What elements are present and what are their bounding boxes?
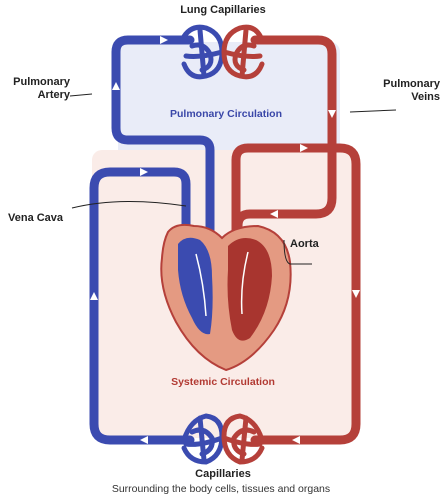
aorta-label: Aorta [290,238,319,251]
pulmonary-circulation-label: Pulmonary Circulation [150,108,302,121]
vena-cava-label: Vena Cava [8,212,63,225]
pulmonary-artery-label-line1: Pulmonary [8,76,70,89]
pulmonary-artery-label: Pulmonary Artery [8,76,70,102]
pulmonary-veins-label-line1: Pulmonary [378,78,440,91]
pulmonary-artery-label-line2: Artery [8,89,70,102]
systemic-circulation-label: Systemic Circulation [148,376,298,389]
pulmonary-veins-label-line2: Veins [378,91,440,104]
pulmonary-artery-leader [70,94,92,96]
pulmonary-veins-leader [350,110,396,112]
pulmonary-veins-label: Pulmonary Veins [378,78,440,104]
capillaries-sublabel: Surrounding the body cells, tissues and … [86,483,356,496]
capillaries-label: Capillaries [163,468,283,481]
lung-capillaries-label: Lung Capillaries [163,4,283,17]
